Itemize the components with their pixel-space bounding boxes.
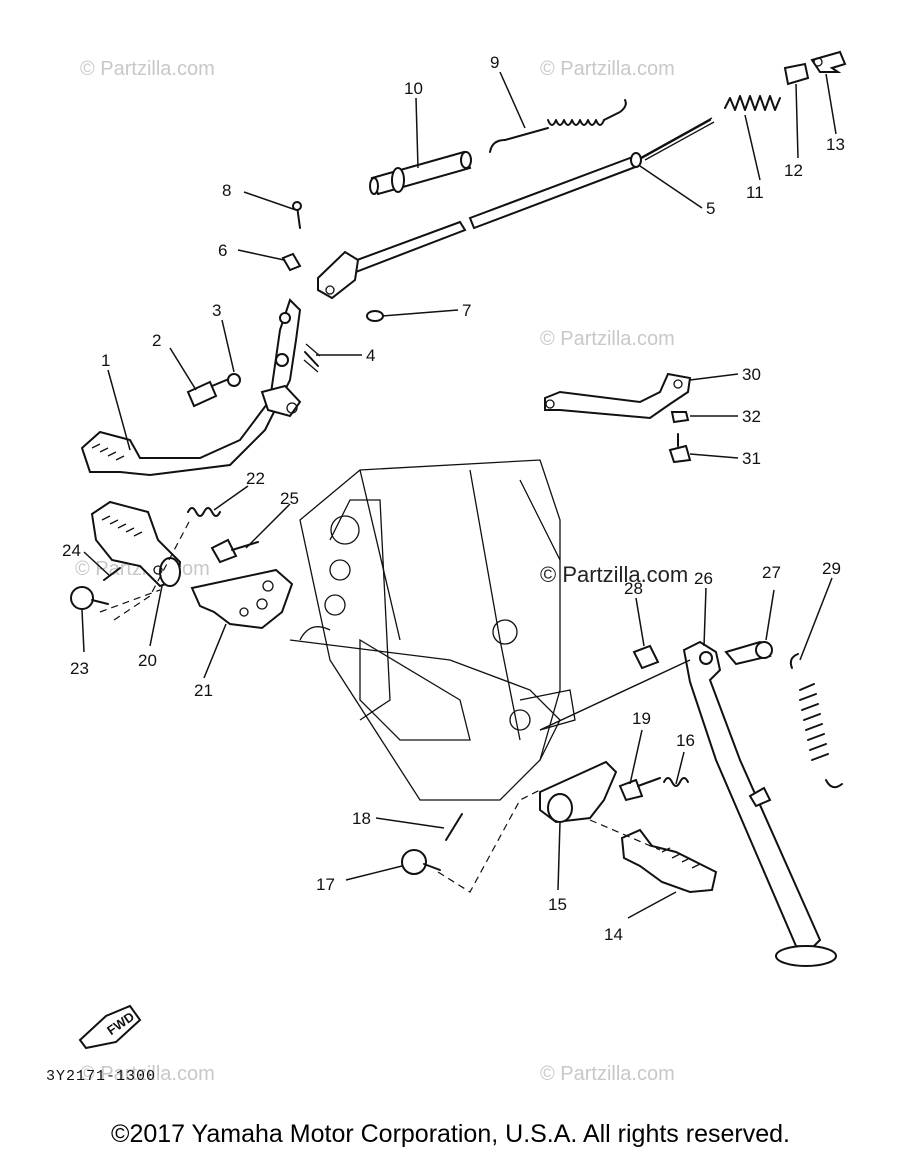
copyright-notice: ©2017 Yamaha Motor Corporation, U.S.A. A… — [111, 1120, 790, 1148]
watermark: © Partzilla.com — [80, 1063, 215, 1085]
callout-label: 28 — [624, 579, 643, 598]
callout-label: 17 — [316, 875, 335, 894]
callout-label: 11 — [746, 183, 764, 202]
left-footrest-hardware — [70, 507, 294, 630]
brake-pedal — [80, 298, 302, 477]
callout-label: 29 — [822, 559, 841, 578]
callout-label: 9 — [490, 53, 499, 72]
callout-labels: 1 2 3 4 5 6 7 8 9 10 11 12 13 14 15 16 1… — [62, 53, 845, 944]
watermark: © Partzilla.com — [540, 58, 675, 80]
callout-label: 5 — [706, 199, 715, 218]
fwd-arrow-icon: FWD — [78, 1004, 142, 1050]
callout-label: 13 — [826, 135, 845, 154]
pedal-hardware — [186, 343, 321, 408]
adjuster-parts — [724, 50, 847, 111]
callout-label: 16 — [676, 731, 695, 750]
brake-rod — [328, 117, 715, 282]
callout-label: 25 — [280, 489, 299, 508]
callout-label: 7 — [462, 301, 471, 320]
callout-label: 12 — [784, 161, 803, 180]
watermark: © Partzilla.com — [540, 1063, 675, 1085]
return-spring — [489, 99, 627, 153]
watermark-center: © Partzilla.com — [540, 562, 688, 587]
callout-label: 22 — [246, 469, 265, 488]
callout-label: 30 — [742, 365, 761, 384]
callout-label: 27 — [762, 563, 781, 582]
sidestand — [539, 640, 843, 967]
callout-label: 24 — [62, 541, 81, 560]
diagram-code: 3Y2171-1300 — [46, 1068, 156, 1085]
left-footrest — [90, 500, 182, 588]
callout-label: 21 — [194, 681, 213, 700]
pivot-shaft — [369, 150, 472, 196]
callout-label: 31 — [742, 449, 761, 468]
bracket — [544, 372, 692, 464]
callout-label: 20 — [138, 651, 157, 670]
watermark: © Partzilla.com — [540, 328, 675, 350]
callout-label: 1 — [101, 351, 110, 370]
watermark: © Partzilla.com — [80, 58, 215, 80]
frame-outline — [289, 459, 576, 801]
callout-label: 18 — [352, 809, 371, 828]
callout-label: 2 — [152, 331, 161, 350]
callout-label: 23 — [70, 659, 89, 678]
callout-label: 4 — [366, 346, 375, 365]
callout-label: 8 — [222, 181, 231, 200]
leader-lines — [81, 71, 837, 919]
callout-label: 10 — [404, 79, 423, 98]
callout-label: 14 — [604, 925, 623, 944]
callout-label: 3 — [212, 301, 221, 320]
callout-label: 32 — [742, 407, 761, 426]
callout-label: 19 — [632, 709, 651, 728]
right-footrest — [401, 760, 718, 894]
callout-label: 6 — [218, 241, 227, 260]
callout-label: 15 — [548, 895, 567, 914]
callout-label: 26 — [694, 569, 713, 588]
